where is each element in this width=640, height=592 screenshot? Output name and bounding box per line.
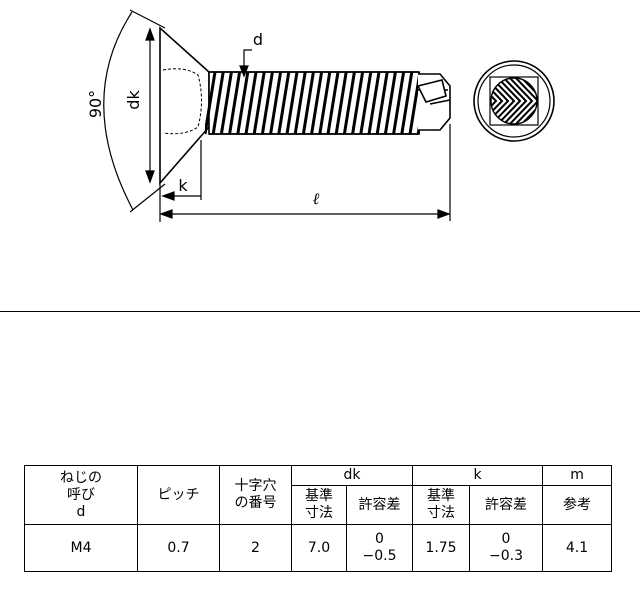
- cell-dk-tolerance: 0 −0.5: [346, 524, 413, 572]
- thread-line: [326, 71, 340, 135]
- thread-line: [211, 71, 225, 135]
- subheader-k-basic: 基準 寸法: [412, 485, 470, 525]
- angle-dimension: [103, 9, 166, 213]
- cell-recess: 2: [219, 524, 292, 572]
- subheader-dk-basic: 基準 寸法: [291, 485, 347, 525]
- thread-line: [310, 71, 324, 135]
- subheader-m-reference: 参考: [542, 485, 613, 525]
- header-m: m: [542, 465, 613, 486]
- thread-line: [334, 71, 348, 135]
- screw-drawing: 90° dk d k: [86, 9, 555, 222]
- thread-line: [277, 71, 291, 135]
- cell-k-tolerance: 0 −0.3: [468, 524, 544, 572]
- k-dimension: [159, 140, 202, 222]
- header-recess: 十字穴 の番号: [219, 465, 292, 525]
- recess-chevron: [491, 78, 498, 124]
- cell-m-reference: 4.1: [542, 524, 613, 572]
- thread-line: [228, 71, 242, 135]
- thread-line: [285, 71, 299, 135]
- d-label: d: [253, 30, 263, 49]
- length-label: ℓ: [313, 189, 320, 208]
- d-leader: [239, 49, 252, 78]
- thread-line: [359, 71, 373, 135]
- cell-pitch: 0.7: [137, 524, 220, 572]
- length-dimension: [159, 124, 451, 221]
- screw-tip: [416, 73, 451, 131]
- cell-k-basic: 1.75: [412, 524, 470, 572]
- thread-line: [252, 71, 266, 135]
- cell-dk-basic: 7.0: [291, 524, 347, 572]
- recess-chevron: [513, 78, 537, 124]
- thread-line: [236, 71, 250, 135]
- threaded-shank: [205, 71, 420, 135]
- k-label: k: [178, 176, 188, 195]
- dk-label: dk: [124, 90, 143, 110]
- subheader-dk-tolerance: 許容差: [346, 485, 413, 525]
- header-k: k: [411, 465, 544, 486]
- recess-chevron: [507, 78, 534, 124]
- thread-line: [367, 71, 381, 135]
- thread-line: [293, 71, 307, 135]
- thread-line: [400, 71, 414, 135]
- thread-line: [244, 71, 258, 135]
- thread-line: [205, 71, 217, 135]
- thread-line: [219, 71, 233, 135]
- end-view: [473, 60, 555, 142]
- thread-line: [392, 71, 406, 135]
- dk-dimension: [145, 27, 155, 184]
- thread-line: [383, 71, 397, 135]
- thread-line: [351, 71, 365, 135]
- recess-hidden-lines: [162, 68, 202, 135]
- thread-line: [269, 71, 283, 135]
- recess-chevron: [519, 78, 537, 124]
- header-pitch: ピッチ: [137, 465, 220, 525]
- recess-chevron: [501, 78, 528, 124]
- header-dk: dk: [291, 465, 413, 486]
- angle-label: 90°: [86, 90, 105, 118]
- subheader-k-tolerance: 許容差: [468, 485, 544, 525]
- cell-thread: M4: [24, 524, 138, 572]
- table-row: M4 0.7 2 7.0 0 −0.5 1.75 0 −0.3 4.1: [24, 524, 613, 572]
- thread-line: [260, 71, 274, 135]
- dimension-table: ねじの 呼び d ピッチ 十字穴 の番号 dk k m 基準 寸法 許容差 基準…: [24, 465, 613, 572]
- thread-line: [342, 71, 356, 135]
- thread-line: [375, 71, 389, 135]
- recess-chevron: [495, 78, 522, 124]
- section-divider: [0, 311, 640, 312]
- recess-chevron: [491, 78, 504, 124]
- header-thread: ねじの 呼び d: [24, 465, 138, 525]
- thread-line: [318, 71, 332, 135]
- thread-line: [301, 71, 315, 135]
